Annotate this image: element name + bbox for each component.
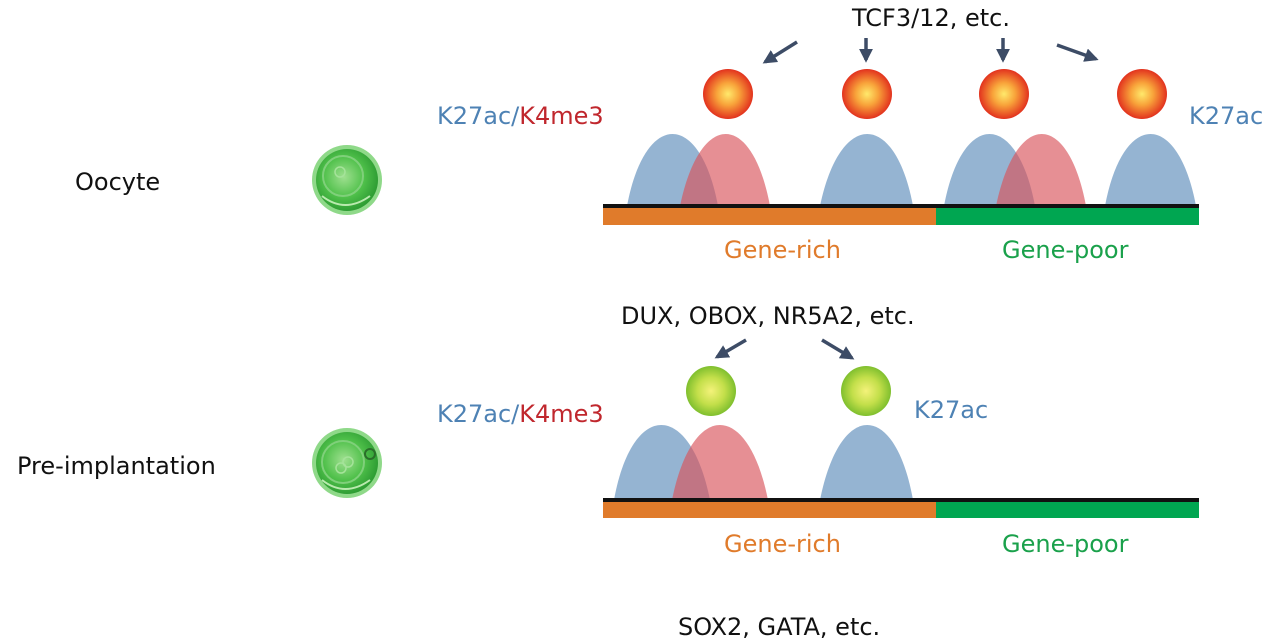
k4me3-peak xyxy=(672,425,768,500)
histone-mark-label-oocyte: K27ac/K4me3 xyxy=(437,104,604,128)
k27ac-text: K27ac/ xyxy=(437,400,520,428)
k27ac-text: K27ac/ xyxy=(437,102,520,130)
genome-bar-oocyte xyxy=(603,204,1199,225)
k27ac-peak xyxy=(820,425,913,500)
gene-rich-segment xyxy=(603,500,936,518)
histone-peaks-preimplantation xyxy=(614,425,913,500)
histone-mark-label-preimplantation: K27ac/K4me3 xyxy=(437,402,604,426)
green-sphere-icon xyxy=(686,366,891,416)
k27ac-label-preimplantation-right: K27ac xyxy=(914,396,989,424)
k27ac-peak xyxy=(1105,134,1196,206)
gene-poor-segment xyxy=(936,500,1199,518)
gene-poor-label-oocyte: Gene-poor xyxy=(1002,236,1129,264)
factor-label-oocyte: TCF3/12, etc. xyxy=(852,4,1010,32)
factor-label-preimplantation: DUX, OBOX, NR5A2, etc. xyxy=(621,302,915,330)
k4me3-text: K4me3 xyxy=(519,400,604,428)
stage-label-preimplantation: Pre-implantation xyxy=(17,452,216,480)
embryo-cell-icon xyxy=(312,428,382,498)
binding-arrows-preimplantation xyxy=(714,338,855,360)
k4me3-peak xyxy=(680,134,770,206)
k4me3-text: K4me3 xyxy=(519,102,604,130)
gene-rich-segment xyxy=(603,206,936,225)
gene-rich-label-oocyte: Gene-rich xyxy=(724,236,841,264)
histone-peaks-oocyte xyxy=(627,134,1196,206)
oocyte-cell-icon xyxy=(312,145,382,215)
orange-sphere-icon xyxy=(703,69,1167,119)
factor-label-panel3: SOX2, GATA, etc. xyxy=(678,613,881,641)
k27ac-peak xyxy=(820,134,913,206)
stage-label-oocyte: Oocyte xyxy=(75,168,161,196)
k27ac-label-oocyte-right: K27ac xyxy=(1189,102,1262,130)
gene-rich-label-preimplantation: Gene-rich xyxy=(724,530,841,558)
gene-poor-label-preimplantation: Gene-poor xyxy=(1002,530,1129,558)
gene-poor-segment xyxy=(936,206,1199,225)
binding-arrows-oocyte xyxy=(762,38,1099,64)
genome-bar-preimplantation xyxy=(603,498,1199,518)
k4me3-peak xyxy=(996,134,1086,206)
